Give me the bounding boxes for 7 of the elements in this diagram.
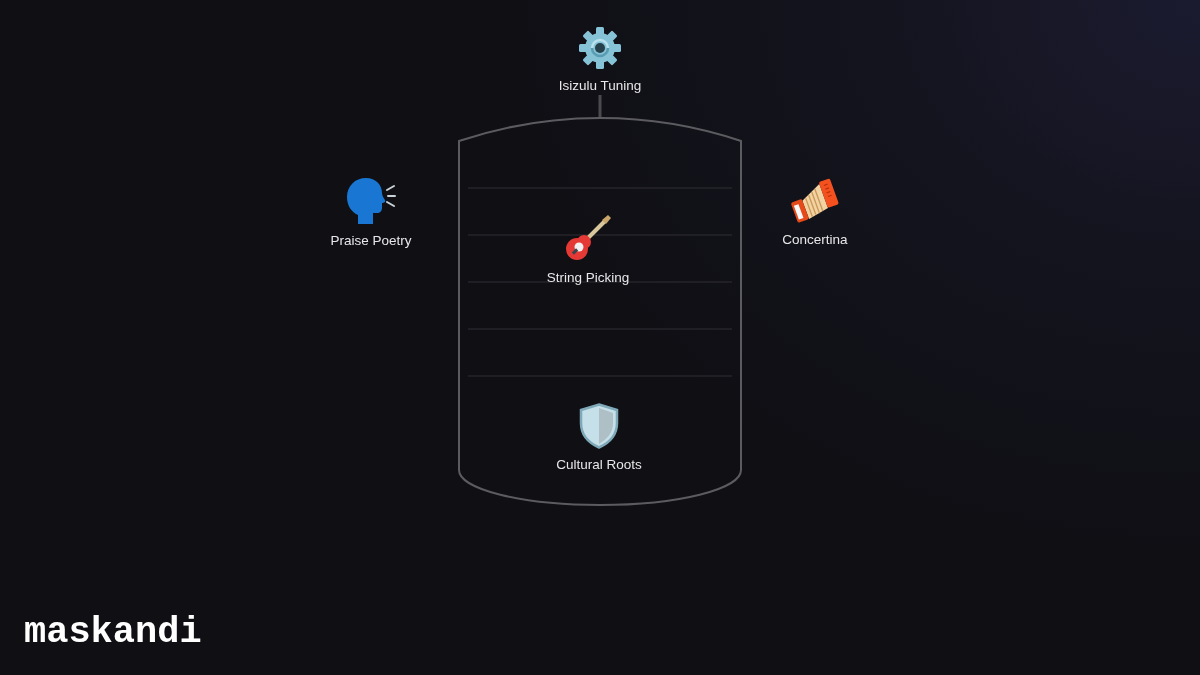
node-label: Cultural Roots xyxy=(556,457,642,473)
connector-line xyxy=(598,95,602,118)
node-label: String Picking xyxy=(546,270,630,286)
node-label: Praise Poetry xyxy=(330,233,412,249)
node-label: Isizulu Tuning xyxy=(558,78,642,94)
node-label: Concertina xyxy=(782,232,848,248)
title: maskandi xyxy=(24,612,202,652)
